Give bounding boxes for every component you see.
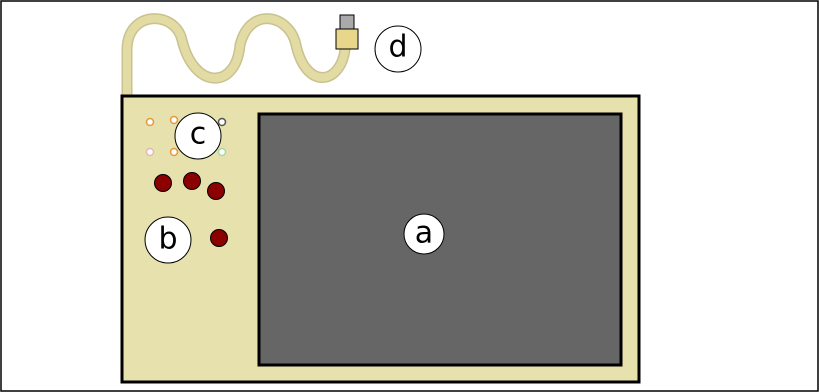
led-indicator	[217, 147, 227, 157]
led-indicator	[169, 147, 179, 157]
callout-label-c: c	[190, 117, 207, 152]
led-indicator	[145, 147, 155, 157]
callout-circle	[374, 25, 422, 73]
callout-a: a	[403, 213, 445, 255]
callout-label-b: b	[158, 222, 177, 257]
callout-b: b	[144, 216, 192, 264]
plug-tip	[339, 14, 355, 30]
control-knob	[210, 229, 228, 247]
led-indicator	[169, 115, 179, 125]
callout-d: d	[374, 25, 422, 73]
led-indicator	[145, 117, 155, 127]
control-knob	[183, 172, 201, 190]
callout-circle	[144, 216, 192, 264]
callout-c: c	[174, 112, 222, 160]
callout-label-a: a	[415, 216, 433, 251]
cable	[123, 14, 349, 101]
control-knob	[207, 182, 225, 200]
connector	[335, 28, 359, 50]
control-knob	[154, 174, 172, 192]
led-indicator	[217, 117, 227, 127]
callout-circle	[174, 112, 222, 160]
callout-label-d: d	[388, 30, 407, 65]
callout-circle	[403, 213, 445, 255]
